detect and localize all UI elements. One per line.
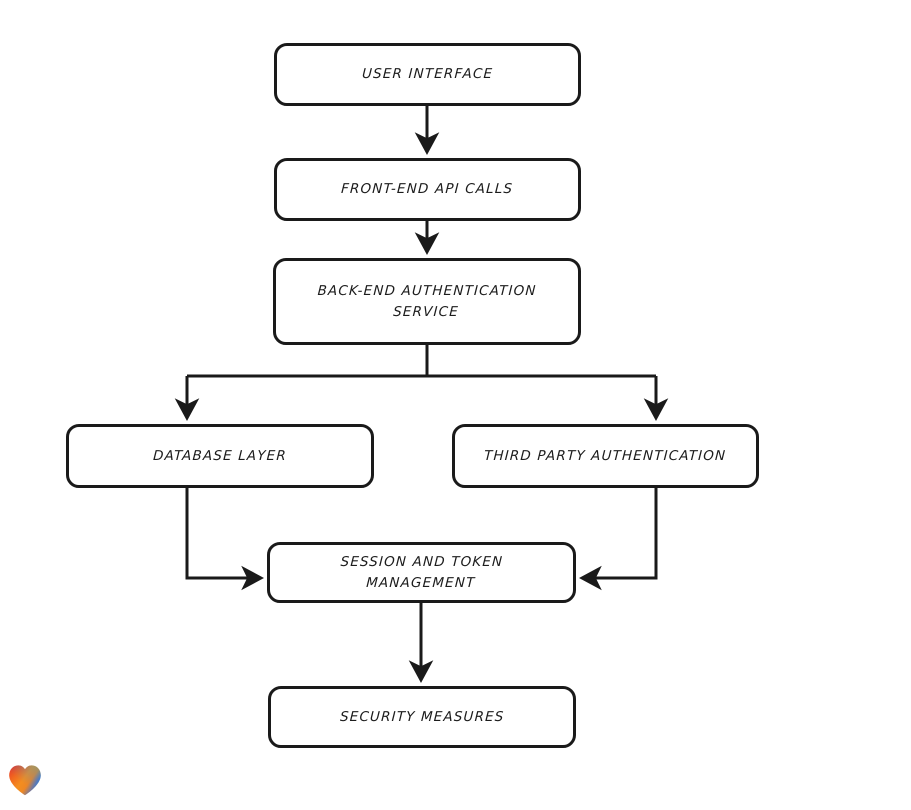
node-user-interface[interactable]: USER INTERFACE: [274, 43, 581, 106]
edge-thirdparty-to-session: [578, 488, 658, 591]
node-label-user-interface: USER INTERFACE: [361, 66, 494, 82]
node-label-front-end-api-calls: FRONT-END API CALLS: [341, 181, 515, 197]
node-label-security-measures: SECURITY MEASURES: [339, 708, 505, 725]
node-session-and-token-management[interactable]: SESSION AND TOKEN MANAGEMENT: [267, 542, 576, 603]
node-database-layer[interactable]: DATABASE LAYER: [66, 424, 374, 488]
node-label-third-party-authentication: THIRD PARTY AUTHENTICATION: [483, 447, 728, 464]
node-label-back-end-authentication-service: BACK-END AUTHENTICATION SERVICE: [317, 282, 538, 320]
edge-database-to-session: [185, 488, 265, 591]
node-security-measures[interactable]: SECURITY MEASURES: [268, 686, 576, 748]
node-front-end-api-calls[interactable]: FRONT-END API CALLS: [274, 158, 581, 221]
heart-icon: [9, 765, 41, 796]
node-label-database-layer: DATABASE LAYER: [152, 447, 288, 464]
node-label-session-and-token-management: SESSION AND TOKEN MANAGEMENT: [340, 553, 504, 591]
node-third-party-authentication[interactable]: THIRD PARTY AUTHENTICATION: [452, 424, 759, 488]
node-back-end-authentication-service[interactable]: BACK-END AUTHENTICATION SERVICE: [273, 258, 581, 345]
